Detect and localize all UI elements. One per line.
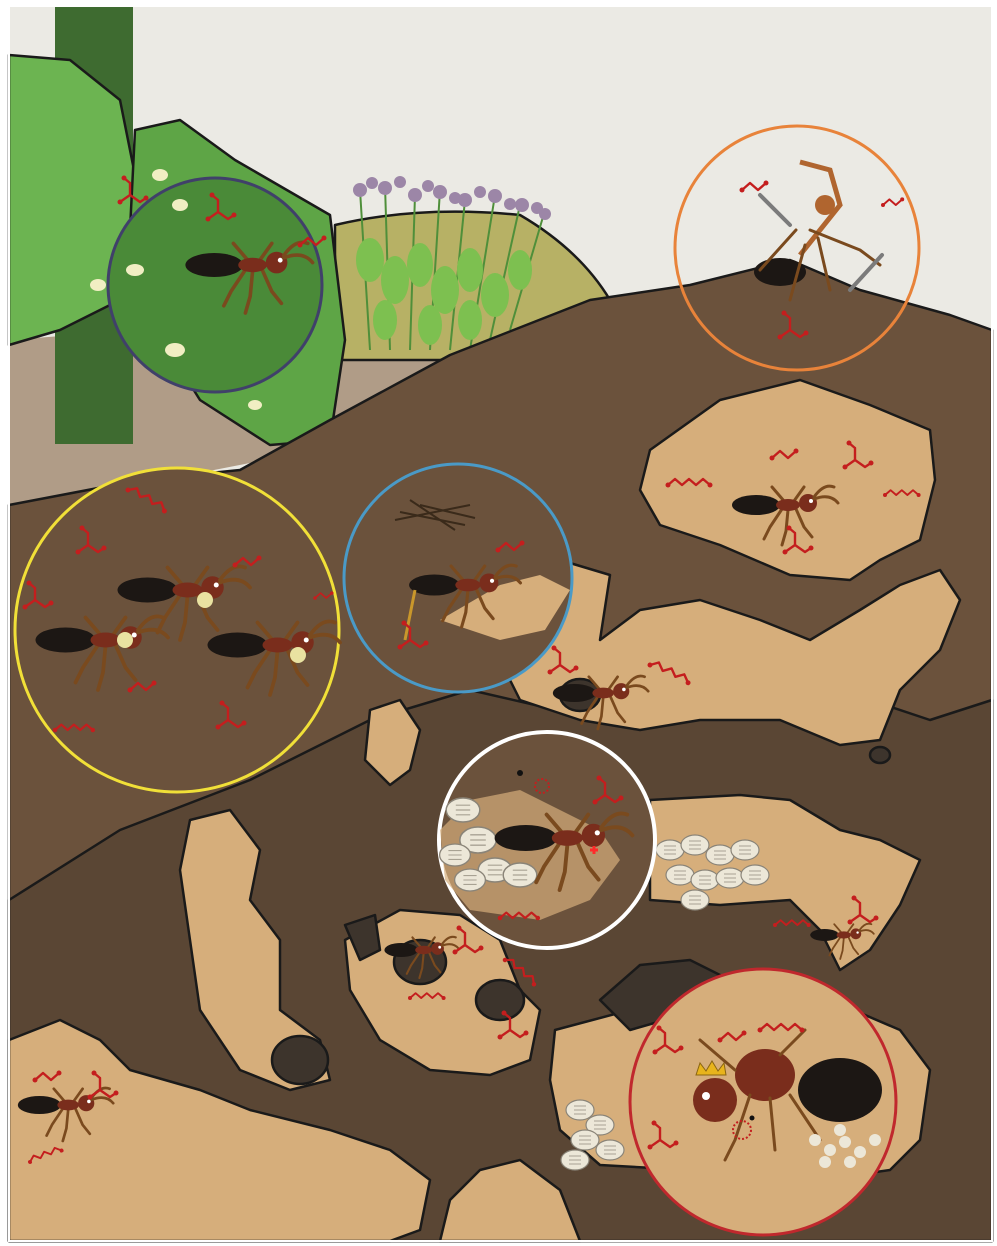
task-circle-brood-care	[439, 732, 655, 948]
task-circle-food-sharing	[15, 468, 340, 792]
task-circle-queen	[630, 969, 896, 1235]
task-circle-nest-building	[344, 464, 572, 692]
